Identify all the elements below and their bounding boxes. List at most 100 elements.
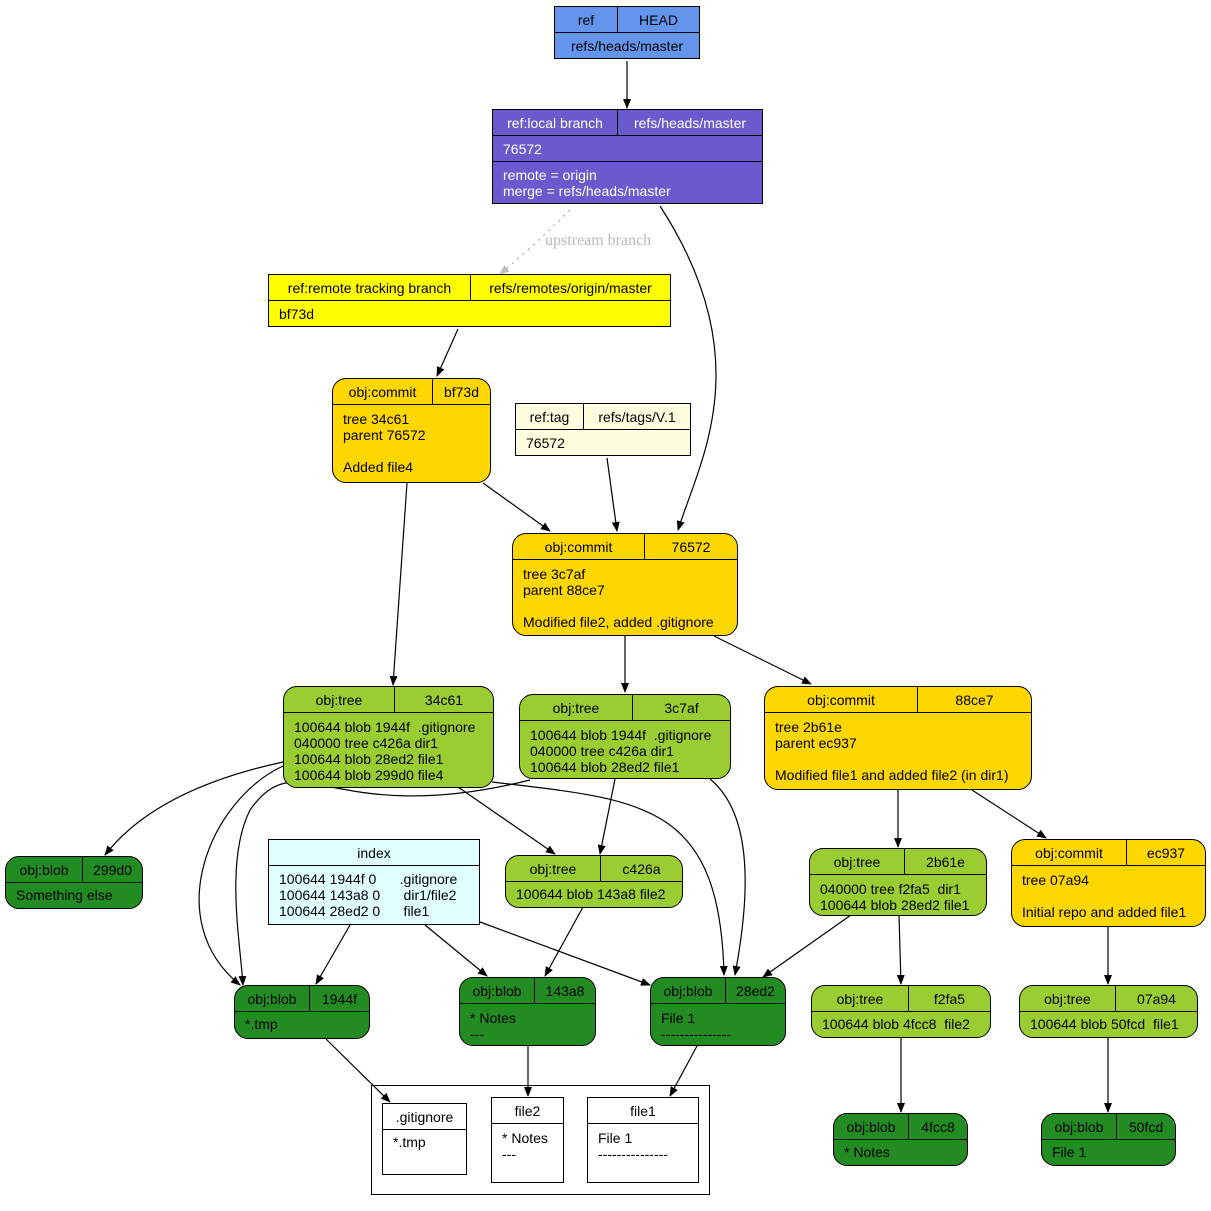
edge-tree-2b61e-to-blob-28ed2: [762, 914, 852, 978]
blob-4fcc8-body: * Notes: [844, 1144, 890, 1160]
file1-node: file1 File 1 ---------------: [587, 1097, 699, 1183]
edge-index-to-blob-1944f: [315, 924, 351, 985]
head-ref-target: refs/heads/master: [570, 38, 684, 54]
tag-node: ref:tag refs/tags/V.1 76572: [515, 403, 691, 456]
tree-c426a-node: obj:tree c426a 100644 blob 143a8 file2: [505, 855, 683, 908]
edge-blob-1944f-to-file-gitignore: [325, 1038, 391, 1103]
file-gitignore-node: .gitignore *.tmp: [382, 1103, 467, 1175]
commit-76572-type: obj:commit: [544, 539, 613, 555]
commit-bf73d-hash: bf73d: [432, 379, 490, 404]
commit-88ce7-body: tree 2b61e parent ec937 Modified file1 a…: [775, 719, 1009, 783]
edge-local-branch-to-commit-76572: [659, 205, 717, 531]
blob-143a8-body: * Notes ---: [470, 1010, 516, 1042]
index-title: index: [357, 845, 391, 861]
edge-blob-28ed2-to-file1: [669, 1045, 698, 1097]
blob-143a8-node: obj:blob 143a8 * Notes ---: [459, 977, 596, 1046]
local-branch-node: ref:local branch refs/heads/master 76572…: [492, 109, 763, 204]
commit-ec937-body: tree 07a94 Initial repo and added file1: [1022, 872, 1187, 920]
index-body: 100644 1944f 0 .gitignore 100644 143a8 0…: [279, 871, 458, 919]
edge-tree-c426a-to-blob-143a8: [544, 906, 584, 977]
edge-tree-3c7af-to-tree-c426a: [597, 778, 616, 855]
tree-34c61-hash: 34c61: [394, 687, 493, 712]
tree-f2fa5-body: 100644 blob 4fcc8 file2: [822, 1016, 970, 1032]
tree-07a94-body: 100644 blob 50fcd file1: [1030, 1016, 1179, 1032]
commit-88ce7-type: obj:commit: [807, 692, 875, 708]
file2-body: * Notes ---: [502, 1130, 548, 1162]
remote-branch-name: refs/remotes/origin/master: [470, 275, 670, 300]
commit-76572-hash: 76572: [644, 534, 737, 559]
tree-3c7af-node: obj:tree 3c7af 100644 blob 1944f .gitign…: [519, 694, 731, 779]
commit-ec937-node: obj:commit ec937 tree 07a94 Initial repo…: [1011, 839, 1206, 927]
edge-tag-to-commit-76572: [606, 457, 620, 532]
edge-tree-3c7af-to-blob-28ed2: [709, 778, 746, 976]
index-node: index 100644 1944f 0 .gitignore 100644 1…: [268, 839, 480, 925]
head-ref-type: ref: [577, 12, 595, 28]
tree-2b61e-hash: 2b61e: [904, 849, 986, 874]
edge-tree-34c61-to-blob-28ed2: [491, 781, 728, 976]
tree-c426a-hash: c426a: [600, 856, 682, 881]
blob-28ed2-hash: 28ed2: [725, 978, 785, 1003]
commit-bf73d-body: tree 34c61 parent 76572 Added file4: [343, 411, 426, 475]
edge-remote-branch-to-commit-bf73d: [436, 328, 459, 377]
tree-2b61e-body: 040000 tree f2fa5 dir1 100644 blob 28ed2…: [820, 881, 970, 913]
tag-hash: 76572: [526, 435, 565, 451]
blob-4fcc8-hash: 4fcc8: [908, 1114, 967, 1139]
tree-34c61-body: 100644 blob 1944f .gitignore 040000 tree…: [294, 719, 476, 783]
head-ref-name: HEAD: [617, 7, 699, 32]
blob-50fcd-hash: 50fcd: [1116, 1114, 1175, 1139]
tree-34c61-type: obj:tree: [315, 692, 363, 708]
blob-299d0-body: Something else: [16, 887, 113, 903]
edge-index-to-blob-143a8: [424, 924, 488, 977]
edge-tree-34c61-to-tree-c426a: [457, 786, 556, 855]
blob-4fcc8-type: obj:blob: [846, 1119, 896, 1135]
commit-ec937-type: obj:commit: [1035, 845, 1103, 861]
blob-299d0-node: obj:blob 299d0 Something else: [5, 856, 143, 909]
blob-50fcd-type: obj:blob: [1054, 1119, 1104, 1135]
blob-28ed2-body: File 1 ---------------: [661, 1010, 731, 1042]
edge-tree-34c61-to-blob-1944f: [198, 765, 284, 986]
blob-1944f-body: *.tmp: [245, 1016, 278, 1032]
local-branch-config: remote = origin merge = refs/heads/maste…: [503, 167, 671, 199]
blob-1944f-hash: 1944f: [309, 986, 369, 1011]
blob-299d0-hash: 299d0: [82, 857, 142, 882]
tree-c426a-body: 100644 blob 143a8 file2: [516, 886, 666, 902]
tree-c426a-type: obj:tree: [529, 861, 577, 877]
commit-bf73d-type: obj:commit: [348, 384, 417, 400]
edge-index-to-blob-28ed2: [479, 921, 651, 986]
tree-f2fa5-type: obj:tree: [836, 991, 884, 1007]
file-gitignore-name: .gitignore: [395, 1109, 454, 1125]
head-ref-node: ref HEAD refs/heads/master: [554, 6, 700, 59]
remote-branch-hash: bf73d: [279, 306, 315, 322]
tree-3c7af-body: 100644 blob 1944f .gitignore 040000 tree…: [530, 727, 712, 775]
edge-tree-3c7af-to-blob-1944f: [235, 779, 531, 986]
tree-2b61e-type: obj:tree: [833, 854, 881, 870]
edge-commit-bf73d-to-tree-34c61: [389, 482, 408, 686]
blob-1944f-type: obj:blob: [247, 991, 297, 1007]
tag-type: ref:tag: [529, 409, 570, 425]
local-branch-hash: 76572: [503, 141, 542, 157]
edge-commit-76572-to-commit-88ce7: [713, 635, 812, 685]
tree-07a94-node: obj:tree 07a94 100644 blob 50fcd file1: [1019, 985, 1198, 1038]
tree-f2fa5-hash: f2fa5: [908, 986, 990, 1011]
working-directory-frame: [371, 1085, 710, 1195]
commit-76572-node: obj:commit 76572 tree 3c7af parent 88ce7…: [512, 533, 738, 636]
blob-4fcc8-node: obj:blob 4fcc8 * Notes: [833, 1113, 968, 1166]
file-gitignore-body: *.tmp: [393, 1134, 426, 1150]
edge-commit-88ce7-to-commit-ec937: [971, 789, 1047, 839]
blob-50fcd-node: obj:blob 50fcd File 1: [1041, 1113, 1176, 1166]
blob-50fcd-body: File 1: [1052, 1144, 1087, 1160]
tree-34c61-node: obj:tree 34c61 100644 blob 1944f .gitign…: [283, 686, 494, 788]
file2-name: file2: [514, 1103, 541, 1119]
blob-299d0-type: obj:blob: [19, 862, 69, 878]
tree-07a94-hash: 07a94: [1115, 986, 1197, 1011]
commit-88ce7-node: obj:commit 88ce7 tree 2b61e parent ec937…: [764, 686, 1032, 790]
edge-tree-2b61e-to-tree-f2fa5: [896, 914, 905, 985]
blob-143a8-type: obj:blob: [472, 983, 522, 999]
tree-3c7af-hash: 3c7af: [632, 695, 730, 720]
remote-branch-node: ref:remote tracking branch refs/remotes/…: [268, 274, 671, 327]
commit-76572-body: tree 3c7af parent 88ce7 Modified file2, …: [523, 566, 714, 630]
file2-node: file2 * Notes ---: [491, 1097, 564, 1183]
blob-28ed2-type: obj:blob: [663, 983, 713, 999]
